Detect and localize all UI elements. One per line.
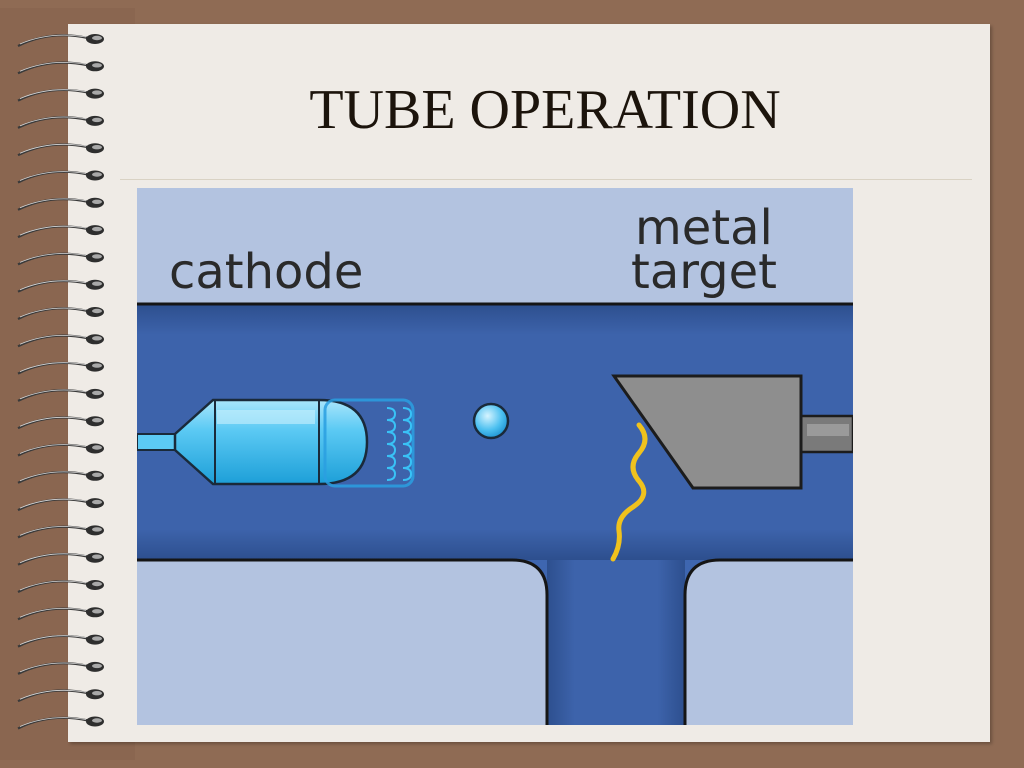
title-divider [120, 179, 972, 180]
binding-hole-glint [92, 199, 102, 204]
binding-hole-glint [92, 581, 102, 587]
binding-hole-glint [92, 390, 102, 396]
binding-hole-glint [92, 281, 102, 286]
binding-ring-highlight [19, 717, 87, 727]
binding-ring-highlight [19, 253, 87, 263]
binding-ring-highlight [19, 280, 87, 291]
binding-ring-highlight [19, 662, 87, 673]
binding-hole-glint [92, 554, 102, 559]
binding-hole-glint [92, 336, 102, 341]
binding-hole-glint [92, 226, 102, 232]
binding-ring-highlight [19, 89, 87, 99]
binding-ring-highlight [19, 526, 87, 536]
binding-ring-highlight [19, 608, 87, 618]
binding-hole-glint [92, 718, 102, 723]
binding-hole-glint [92, 691, 102, 696]
slide-title: TUBE OPERATION [309, 79, 781, 141]
binding-hole-glint [92, 472, 102, 477]
electron [472, 402, 510, 440]
binding-hole-glint [92, 636, 102, 641]
binding-ring-highlight [19, 389, 87, 400]
binding-hole-glint [92, 117, 102, 123]
binding-ring-highlight [19, 444, 87, 454]
binding-ring-highlight [19, 116, 87, 127]
binding-hole-glint [92, 172, 102, 177]
cathode-label: cathode [169, 244, 363, 300]
binding-ring-highlight [19, 553, 87, 564]
binding-ring-highlight [19, 471, 87, 482]
binding-ring-highlight [19, 416, 87, 427]
binding-ring-highlight [19, 635, 87, 645]
filament-coil [323, 398, 415, 488]
binding-hole-glint [92, 445, 102, 450]
binding-hole-glint [92, 663, 102, 669]
binding-hole-glint [92, 63, 102, 68]
binding-ring-highlight [19, 362, 87, 372]
metal-target-label-line1: metal [635, 200, 773, 256]
binding-ring-highlight [19, 498, 87, 509]
binding-ring-highlight [19, 225, 87, 236]
spiral-binding [17, 34, 104, 730]
binding-ring-highlight [19, 34, 87, 45]
xray-wave [610, 422, 648, 562]
binding-ring-highlight [19, 689, 87, 700]
binding-hole-glint [92, 90, 102, 95]
binding-hole-glint [92, 363, 102, 368]
binding-ring-highlight [19, 198, 87, 209]
binding-hole-glint [92, 609, 102, 614]
binding-ring-highlight [19, 335, 87, 345]
xray-tube-diagram: cathode metal target [137, 188, 853, 725]
binding-ring-highlight [19, 307, 87, 318]
metal-target-label-line2: target [631, 244, 777, 300]
binding-hole-glint [92, 145, 102, 150]
binding-ring-highlight [19, 580, 87, 591]
binding-hole-glint [92, 308, 102, 314]
binding-hole-glint [92, 499, 102, 505]
binding-hole-glint [92, 254, 102, 259]
binding-hole-glint [92, 418, 102, 423]
cathode-assembly [137, 398, 369, 486]
binding-ring-highlight [19, 143, 87, 154]
metal-target [611, 374, 803, 490]
binding-hole-glint [92, 35, 102, 41]
binding-ring-highlight [19, 62, 87, 72]
binding-hole-glint [92, 527, 102, 532]
binding-ring-highlight [19, 171, 87, 181]
